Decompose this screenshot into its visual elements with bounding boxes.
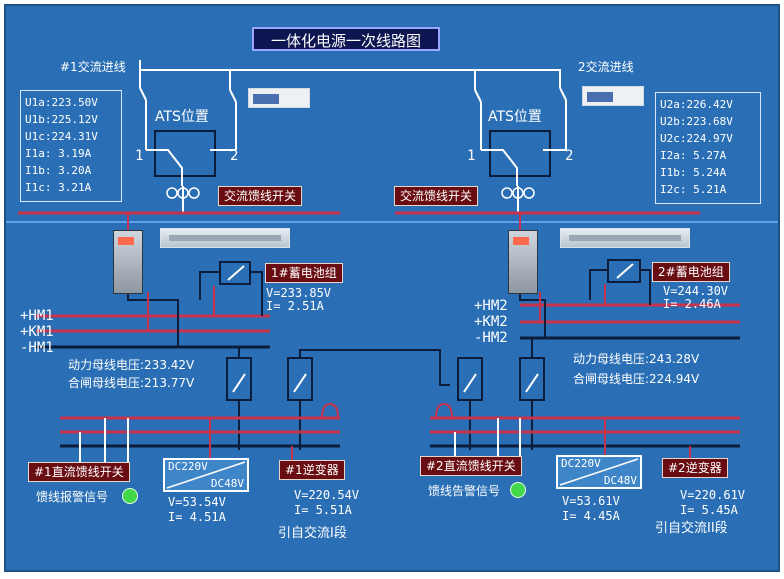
diagram-title: 一体化电源一次线路图 bbox=[252, 27, 440, 51]
incoming-line-2-label: 2交流进线 bbox=[578, 60, 634, 74]
i1c-value: I1c: 3.21A bbox=[25, 181, 92, 194]
dc-converter-2[interactable]: DC220V DC48V bbox=[556, 455, 642, 489]
i1b-value: I1b: 3.20A bbox=[25, 164, 92, 177]
u1c-value: U1c:224.31V bbox=[25, 130, 98, 143]
ac-measurements-1: U1a:223.50V U1b:225.12V U1c:224.31V I1a:… bbox=[20, 90, 122, 202]
battery-1-voltage: V=233.85V bbox=[266, 286, 332, 300]
feeder-alarm-1-indicator bbox=[122, 488, 138, 504]
battery-2-current: I= 2.46A bbox=[663, 297, 721, 311]
converter-2-current: I= 4.45A bbox=[562, 509, 620, 523]
converter-2-voltage: V=53.61V bbox=[562, 494, 620, 508]
ats-1-pos1: 1 bbox=[135, 148, 144, 164]
inverter-1-button[interactable]: #1逆变器 bbox=[279, 460, 345, 480]
battery-1-current: I= 2.51A bbox=[266, 299, 324, 313]
ats-2-pos2: 2 bbox=[565, 148, 574, 164]
converter-1-voltage: V=53.54V bbox=[168, 495, 226, 509]
battery-2-voltage: V=244.30V bbox=[663, 284, 729, 298]
bus-hm1-label: +HM1 bbox=[20, 308, 54, 324]
rectifier-panel-2 bbox=[560, 228, 690, 248]
bus-km1-label: +KM1 bbox=[20, 324, 54, 340]
u1b-value: U1b:225.12V bbox=[25, 113, 98, 126]
dc-converter-1[interactable]: DC220V DC48V bbox=[163, 458, 249, 492]
charger-module-1 bbox=[113, 230, 143, 294]
power-bus-voltage-1: 动力母线电压:233.42V bbox=[68, 358, 195, 372]
u1a-value: U1a:223.50V bbox=[25, 96, 98, 109]
u2c-value: U2c:224.97V bbox=[660, 132, 733, 145]
converter-2-output: DC48V bbox=[603, 474, 637, 487]
ats-2-pos1: 1 bbox=[467, 148, 476, 164]
ac-source-1-label: 引自交流I段 bbox=[278, 526, 347, 541]
ats-position-label-1: ATS位置 bbox=[155, 109, 209, 125]
converter-1-current: I= 4.51A bbox=[168, 510, 226, 524]
ac-source-2-label: 引自交流II段 bbox=[655, 521, 728, 536]
inverter-2-current: I= 5.45A bbox=[680, 503, 738, 517]
ats-position-label-2: ATS位置 bbox=[488, 109, 542, 125]
meter-display-1 bbox=[248, 88, 310, 108]
battery-bank-2-button[interactable]: 2#蓄电池组 bbox=[652, 262, 730, 282]
i2a-value: I2a: 5.27A bbox=[660, 149, 727, 162]
inverter-1-voltage: V=220.54V bbox=[294, 488, 360, 502]
close-bus-voltage-1: 合闸母线电压:213.77V bbox=[68, 376, 195, 390]
i1a-value: I1a: 3.19A bbox=[25, 147, 92, 160]
u2a-value: U2a:226.42V bbox=[660, 98, 733, 111]
charger-module-2 bbox=[508, 230, 538, 294]
rectifier-panel-1 bbox=[160, 228, 290, 248]
close-bus-voltage-2: 合闸母线电压:224.94V bbox=[573, 372, 700, 386]
feeder-alarm-2-label: 馈线告警信号 bbox=[428, 484, 501, 498]
u2b-value: U2b:223.68V bbox=[660, 115, 733, 128]
inverter-2-voltage: V=220.61V bbox=[680, 488, 746, 502]
ac-feeder-switch-1-button[interactable]: 交流馈线开关 bbox=[218, 186, 303, 206]
i2c-value: I2c: 5.21A bbox=[660, 183, 727, 196]
ac-measurements-2: U2a:226.42V U2b:223.68V U2c:224.97V I2a:… bbox=[655, 92, 761, 204]
bus-km2-label: +KM2 bbox=[474, 314, 508, 330]
incoming-line-1-label: #1交流进线 bbox=[60, 60, 126, 74]
ats-1-pos2: 2 bbox=[230, 148, 239, 164]
converter-1-input: DC220V bbox=[168, 460, 208, 473]
meter-display-2 bbox=[582, 86, 644, 106]
feeder-alarm-2-indicator bbox=[510, 482, 526, 498]
converter-2-input: DC220V bbox=[561, 457, 601, 470]
inverter-1-current: I= 5.51A bbox=[294, 503, 352, 517]
inverter-2-button[interactable]: #2逆变器 bbox=[662, 458, 728, 478]
battery-bank-1-button[interactable]: 1#蓄电池组 bbox=[265, 263, 343, 283]
converter-1-output: DC48V bbox=[210, 477, 244, 490]
feeder-alarm-1-label: 馈线报警信号 bbox=[36, 490, 109, 504]
power-bus-voltage-2: 动力母线电压:243.28V bbox=[573, 352, 700, 366]
ac-feeder-switch-2-button[interactable]: 交流馈线开关 bbox=[394, 186, 479, 206]
bus-neg-hm2-label: -HM2 bbox=[474, 330, 508, 346]
dc-feeder-switch-1-button[interactable]: #1直流馈线开关 bbox=[28, 462, 130, 482]
dc-feeder-switch-2-button[interactable]: #2直流馈线开关 bbox=[420, 456, 522, 476]
i2b-value: I1b: 5.24A bbox=[660, 166, 727, 179]
bus-neg-hm1-label: -HM1 bbox=[20, 340, 54, 356]
bus-hm2-label: +HM2 bbox=[474, 298, 508, 314]
